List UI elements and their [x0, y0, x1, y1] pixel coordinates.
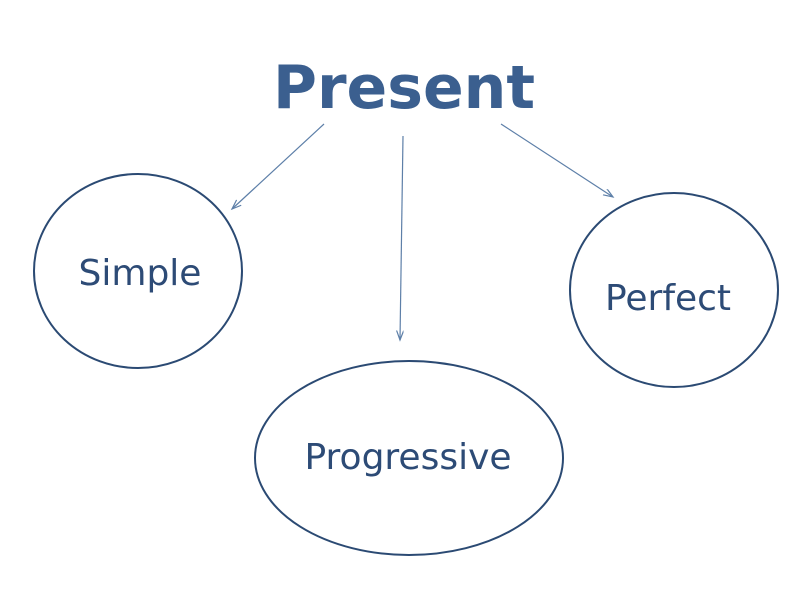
node-simple-circle — [33, 173, 243, 369]
node-progressive-ellipse — [254, 360, 564, 556]
node-perfect-circle — [569, 192, 779, 388]
arrow-present-to-perfect — [500, 123, 613, 197]
node-progressive-label: Progressive — [304, 437, 511, 478]
diagram-title: Present — [273, 53, 535, 123]
node-perfect-label: Perfect — [605, 278, 731, 319]
arrow-present-to-simple — [232, 123, 325, 209]
node-simple-label: Simple — [79, 253, 202, 294]
node-simple: Simple — [33, 173, 243, 369]
arrow-present-to-progressive — [400, 135, 403, 340]
node-perfect: Perfect — [569, 192, 779, 388]
node-progressive: Progressive — [254, 360, 564, 556]
